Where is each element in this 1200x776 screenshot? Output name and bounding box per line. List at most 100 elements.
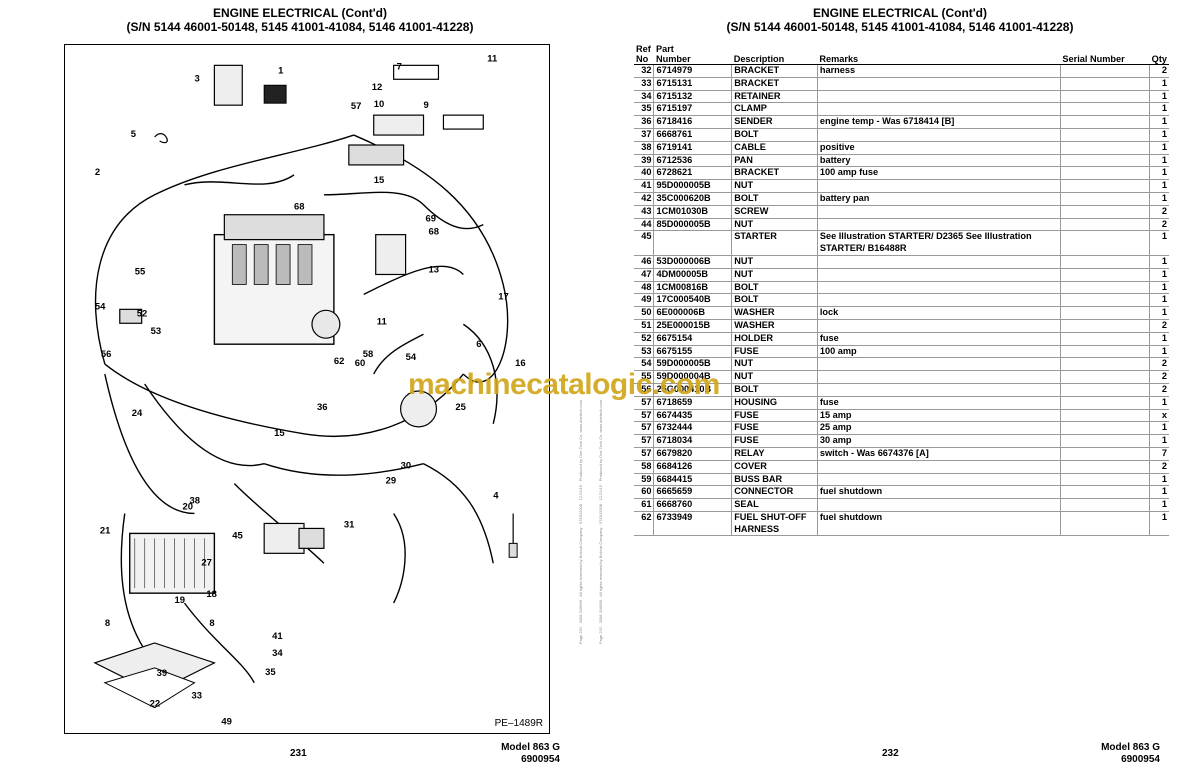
callout-number: 33 <box>191 691 202 702</box>
qty-cell: 1 <box>1149 192 1169 206</box>
left-page-title: ENGINE ELECTRICAL (Cont'd) <box>213 6 387 20</box>
serial-cell <box>1059 473 1150 487</box>
callout-number: 53 <box>151 326 162 337</box>
callout-number: 54 <box>406 352 417 363</box>
qty-cell: 2 <box>1149 319 1169 333</box>
serial-cell <box>1059 64 1150 78</box>
callout-number: 38 <box>189 496 200 507</box>
remarks-cell <box>816 218 1061 232</box>
serial-cell <box>1059 319 1150 333</box>
harness-wire <box>184 174 295 186</box>
engine-head <box>223 214 325 241</box>
harness-wire <box>183 602 255 684</box>
callout-number: 30 <box>401 461 412 472</box>
callout-number: 27 <box>201 557 212 568</box>
qty-cell: 1 <box>1149 77 1169 91</box>
callout-number: 7 <box>397 61 402 72</box>
remarks-cell: 15 amp <box>816 409 1061 423</box>
serial-cell <box>1059 281 1150 295</box>
callout-number: 22 <box>150 699 161 710</box>
description-cell: WASHER <box>731 319 818 333</box>
description-cell: FUEL SHUT-OFF HARNESS <box>731 511 818 537</box>
part-number-cell: 6674435 <box>653 409 732 423</box>
callout-number: 5 <box>131 129 136 140</box>
fuse-block <box>373 114 425 136</box>
part-number-cell: 6718416 <box>653 115 732 129</box>
callout-number: 13 <box>428 264 439 275</box>
part-number-cell: 1CM00816B <box>653 281 732 295</box>
callout-number: 58 <box>363 349 374 360</box>
figure-id: PE–1489R <box>494 718 543 729</box>
remarks-cell: 100 amp <box>816 345 1061 359</box>
left-page: ENGINE ELECTRICAL (Cont'd) (S/N 5144 460… <box>64 6 560 765</box>
callout-number: 60 <box>355 358 366 369</box>
ref-cell: 44 <box>634 218 654 232</box>
harness-wire <box>462 323 498 425</box>
description-cell: COVER <box>731 460 818 474</box>
model-block-right: Model 863 G 6900954 <box>1101 742 1160 766</box>
fuse-holder <box>119 308 143 324</box>
serial-cell <box>1059 115 1150 129</box>
serial-cell <box>1059 293 1150 308</box>
remarks-cell <box>816 370 1061 384</box>
callout-number: 62 <box>334 356 345 367</box>
callout-number: 20 <box>183 502 194 513</box>
callout-number: 11 <box>487 53 497 64</box>
engine-injector <box>275 244 291 285</box>
part-number-cell: 6665659 <box>653 485 732 500</box>
ref-cell: 38 <box>634 141 654 155</box>
remarks-cell <box>816 90 1061 104</box>
part-number-cell: 17C000540B <box>653 293 732 308</box>
qty-cell: 1 <box>1149 141 1169 155</box>
harness-wire <box>393 513 406 604</box>
remarks-cell: harness <box>816 64 1061 78</box>
manual-number: 6900954 <box>1121 754 1160 765</box>
right-page: ENGINE ELECTRICAL (Cont'd) (S/N 5144 460… <box>600 0 1200 776</box>
remarks-cell: fuel shutdown <box>816 485 1061 500</box>
ref-cell: 43 <box>634 205 654 219</box>
fuel-filter <box>375 234 407 276</box>
model-label: Model 863 G <box>501 742 560 753</box>
description-cell: FUSE <box>731 421 818 436</box>
part-number-cell: 1CM01030B <box>653 205 732 219</box>
callout-number: 8 <box>209 618 214 629</box>
remarks-cell <box>816 473 1061 487</box>
serial-cell <box>1059 128 1150 142</box>
part-number-cell: 59D000005B <box>653 357 732 372</box>
serial-cell <box>1059 192 1150 206</box>
ref-cell: 36 <box>634 115 654 129</box>
description-cell: RELAY <box>731 447 818 461</box>
description-cell: BOLT <box>731 281 818 295</box>
serial-cell <box>1059 460 1150 474</box>
ref-cell: 33 <box>634 77 654 91</box>
callout-number: 68 <box>294 202 305 213</box>
ref-cell: 61 <box>634 498 654 512</box>
qty-cell: 1 <box>1149 281 1169 295</box>
model-label: Model 863 G <box>1101 742 1160 753</box>
ref-cell: 59 <box>634 473 654 487</box>
part-number-cell: 6668761 <box>653 128 732 142</box>
qty-cell: 2 <box>1149 383 1169 397</box>
ref-cell: 51 <box>634 319 654 333</box>
serial-cell <box>1059 255 1150 269</box>
remarks-cell <box>816 268 1061 282</box>
ref-cell: 53 <box>634 345 654 359</box>
description-cell: BOLT <box>731 383 818 397</box>
part-number-cell: 6668760 <box>653 498 732 512</box>
serial-cell <box>1059 218 1150 232</box>
part-number-cell: 6E000006B <box>653 306 732 320</box>
watermark: machinecatalogic.com <box>408 368 720 401</box>
